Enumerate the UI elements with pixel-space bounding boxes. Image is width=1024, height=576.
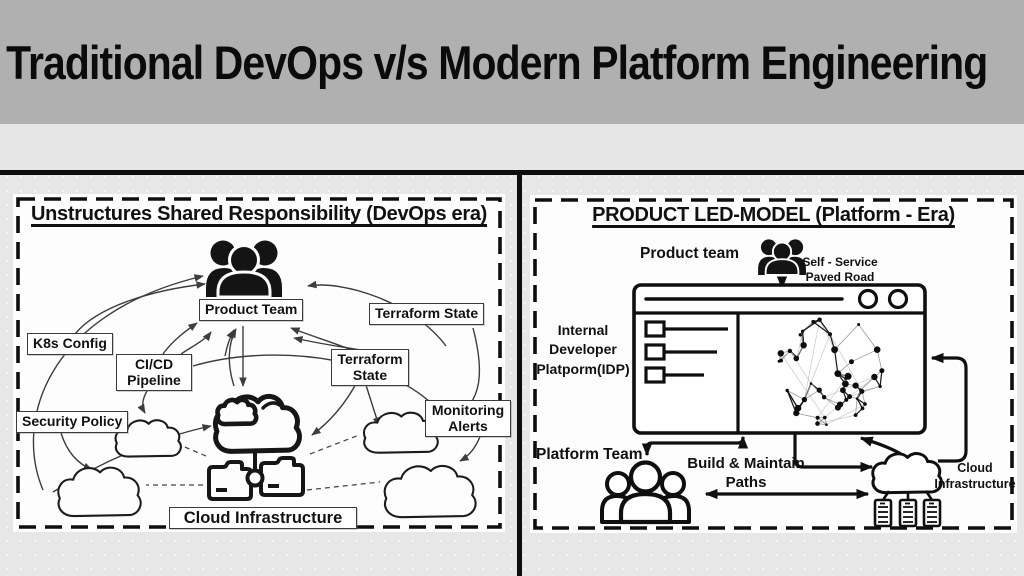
cloud-infrastructure-icon	[209, 396, 303, 499]
k8s-config-box: K8s Config	[27, 333, 113, 355]
dashed-border	[533, 198, 1014, 530]
browser-window-icon	[632, 283, 927, 435]
folder-pair-icon	[209, 458, 303, 499]
infra-to-idp-arrow	[930, 352, 968, 463]
server-icons	[873, 498, 942, 528]
cloud-infrastructure-label: Cloud Infrastructure	[934, 461, 1016, 491]
idp-label: Internal Developer Platporm(IDP)	[536, 322, 630, 377]
devops-panel-art	[16, 197, 502, 529]
cloud-icon	[873, 454, 942, 493]
cicd-pipeline-box: CI/CD Pipeline	[116, 354, 192, 392]
flow-arrows	[641, 276, 968, 500]
team-idp-elbow-arrow	[641, 435, 749, 457]
people-group-outline-icon	[600, 460, 691, 525]
banner-gap-strip	[0, 124, 1024, 170]
window-circle	[887, 288, 909, 310]
product-team-label: Product team	[640, 245, 740, 262]
cloud-icon	[116, 420, 181, 456]
monitoring-alerts-box: Monitoring Alerts	[425, 400, 511, 438]
page-title: Traditional DevOps v/s Modern Platform E…	[6, 35, 988, 89]
title-banner: Traditional DevOps v/s Modern Platform E…	[0, 0, 1024, 124]
cloud-to-window-arrow	[859, 436, 902, 456]
terraform-state-center-box: Terraform State	[331, 349, 409, 387]
vertical-divider	[517, 170, 522, 576]
idp-to-infra-arrow	[793, 434, 874, 473]
cloud-small-icon	[218, 400, 257, 424]
terraform-state-right-box: Terraform State	[369, 303, 485, 325]
platform-panel: PRODUCT LED-MODEL (Platform - Era)	[530, 195, 1017, 533]
horizontal-divider	[0, 170, 1024, 175]
platform-panel-title: PRODUCT LED-MODEL (Platform - Era)	[592, 204, 955, 226]
platform-panel-art	[533, 198, 1014, 530]
node-circle	[245, 468, 265, 488]
folder-icon	[209, 462, 251, 499]
platform-team-label: Platform Team	[536, 446, 643, 463]
outline-clouds	[58, 413, 475, 518]
cloud-infrastructure-box: Cloud Infrastructure	[169, 507, 357, 530]
people-group-icon	[204, 239, 284, 299]
network-sphere-icon	[777, 317, 885, 426]
folder-icon	[261, 458, 303, 495]
product-team-box: Product Team	[199, 299, 304, 321]
security-policy-box: Security Policy	[16, 411, 129, 433]
self-service-paved-road-label: Self - Service Paved Road	[802, 255, 878, 284]
devops-panel: Unstructures Shared Responsibility (DevO…	[13, 194, 511, 532]
sidebar-menu	[644, 320, 728, 384]
cloud-icon	[385, 466, 476, 517]
cloud-icon	[58, 468, 140, 516]
cloud-servers-icon	[873, 454, 942, 528]
build-maintain-paths-label: Build & Maintain Paths	[687, 455, 805, 491]
window-circle	[857, 288, 879, 310]
devops-panel-title: Unstructures Shared Responsibility (DevO…	[30, 203, 488, 225]
